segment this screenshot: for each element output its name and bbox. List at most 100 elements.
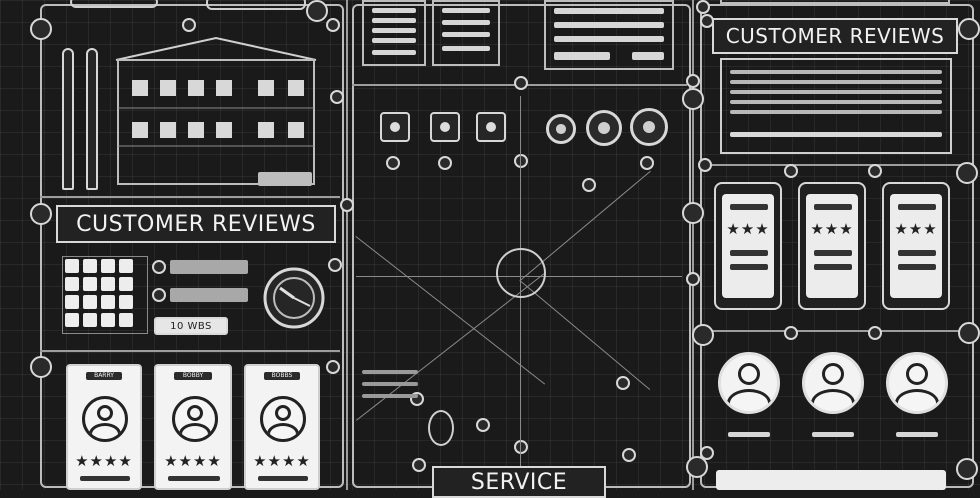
radio-icon[interactable]: [152, 260, 166, 274]
connector-node: [30, 356, 52, 378]
oval-icon: [428, 410, 454, 446]
text-line: [554, 22, 664, 28]
connector-line: [40, 196, 340, 198]
text-line: [442, 20, 490, 25]
text-line: [362, 382, 418, 386]
connector-node: [784, 326, 798, 340]
phone-review-card[interactable]: ★★★: [714, 182, 782, 310]
rating-stars: ★★★: [894, 220, 938, 238]
text-line: [442, 46, 490, 51]
card-tag: BOBBY: [174, 372, 212, 380]
text-line: [632, 52, 664, 60]
connector-node: [514, 154, 528, 168]
text-line: [372, 38, 416, 43]
card-text-line: [168, 476, 220, 481]
connector-node: [622, 448, 636, 462]
rating-stars: ★★★★: [164, 452, 222, 470]
phone-review-card[interactable]: ★★★: [882, 182, 950, 310]
text-line: [372, 50, 416, 55]
dial-icon[interactable]: [262, 266, 326, 330]
connector-node: [698, 158, 712, 172]
tool-icon[interactable]: [476, 112, 506, 142]
small-action-button[interactable]: 10 WBS: [154, 317, 228, 335]
phone-screen: ★★★: [806, 194, 858, 298]
text-line: [730, 100, 942, 104]
pen-icon: [62, 48, 74, 190]
review-card[interactable]: BARRY ★★★★: [66, 364, 142, 490]
radio-icon[interactable]: [152, 288, 166, 302]
grid-cell: [65, 259, 79, 273]
text-line: [898, 250, 936, 256]
round-control-icon[interactable]: [630, 108, 668, 146]
connector-node: [692, 324, 714, 346]
phone-screen: ★★★: [722, 194, 774, 298]
text-line: [554, 36, 664, 42]
building-illustration: [112, 36, 320, 186]
connector-node: [956, 162, 978, 184]
text-line: [730, 132, 942, 137]
service-label: SERVICE: [432, 466, 606, 498]
grid-cell: [119, 295, 133, 309]
connector-node: [412, 458, 426, 472]
building-base-bar: [258, 172, 312, 186]
grid-cell: [119, 313, 133, 327]
connector-node: [700, 446, 714, 460]
text-line: [730, 90, 942, 94]
small-dot-icon: [640, 156, 654, 170]
phone-screen: ★★★: [890, 194, 942, 298]
avatar-caption-line: [812, 432, 854, 437]
connector-node: [616, 376, 630, 390]
text-line: [442, 8, 490, 13]
control-bar: [170, 288, 248, 302]
connector-node: [868, 326, 882, 340]
text-line: [730, 264, 768, 270]
connector-node: [686, 272, 700, 286]
dial-drawing: [263, 267, 325, 329]
grid-cell: [65, 313, 79, 327]
user-avatar-icon[interactable]: [886, 352, 948, 414]
text-line: [372, 28, 416, 33]
round-control-icon[interactable]: [586, 110, 622, 146]
user-avatar-icon[interactable]: [718, 352, 780, 414]
review-card[interactable]: BOBBY ★★★★: [154, 364, 232, 490]
connector-line: [692, 0, 694, 490]
connector-node: [182, 18, 196, 32]
text-line: [372, 8, 416, 13]
card-tag: BOBBS: [264, 372, 300, 380]
connector-node: [682, 202, 704, 224]
top-card-stub: [206, 0, 306, 10]
grid-cell: [83, 313, 97, 327]
right-reviews-heading: CUSTOMER REVIEWS: [712, 18, 958, 54]
review-card[interactable]: BOBBS ★★★★: [244, 364, 320, 490]
tool-icon[interactable]: [430, 112, 460, 142]
text-line: [554, 8, 664, 14]
connector-node: [686, 74, 700, 88]
grid-cell: [119, 259, 133, 273]
center-top-block: [544, 0, 674, 70]
text-block: [720, 58, 952, 154]
connector-line: [40, 350, 340, 352]
user-avatar-icon[interactable]: [802, 352, 864, 414]
connector-node: [696, 0, 710, 14]
text-line: [898, 204, 936, 210]
text-line: [730, 70, 942, 74]
connector-node: [30, 203, 52, 225]
grid-cell: [101, 295, 115, 309]
user-avatar-icon: [260, 396, 306, 442]
text-line: [814, 264, 852, 270]
center-hub-icon: [496, 248, 546, 298]
text-line: [730, 204, 768, 210]
connector-node: [582, 178, 596, 192]
rating-stars: ★★★: [726, 220, 770, 238]
connector-node: [330, 90, 344, 104]
phone-review-card[interactable]: ★★★: [798, 182, 866, 310]
user-avatar-icon: [172, 396, 218, 442]
connector-node: [784, 164, 798, 178]
avatar-caption-line: [728, 432, 770, 437]
text-line: [362, 370, 418, 374]
center-top-block: [432, 0, 500, 66]
tool-icon[interactable]: [380, 112, 410, 142]
connector-node: [514, 76, 528, 90]
thumbnail-grid: [62, 256, 148, 334]
round-control-icon[interactable]: [546, 114, 576, 144]
